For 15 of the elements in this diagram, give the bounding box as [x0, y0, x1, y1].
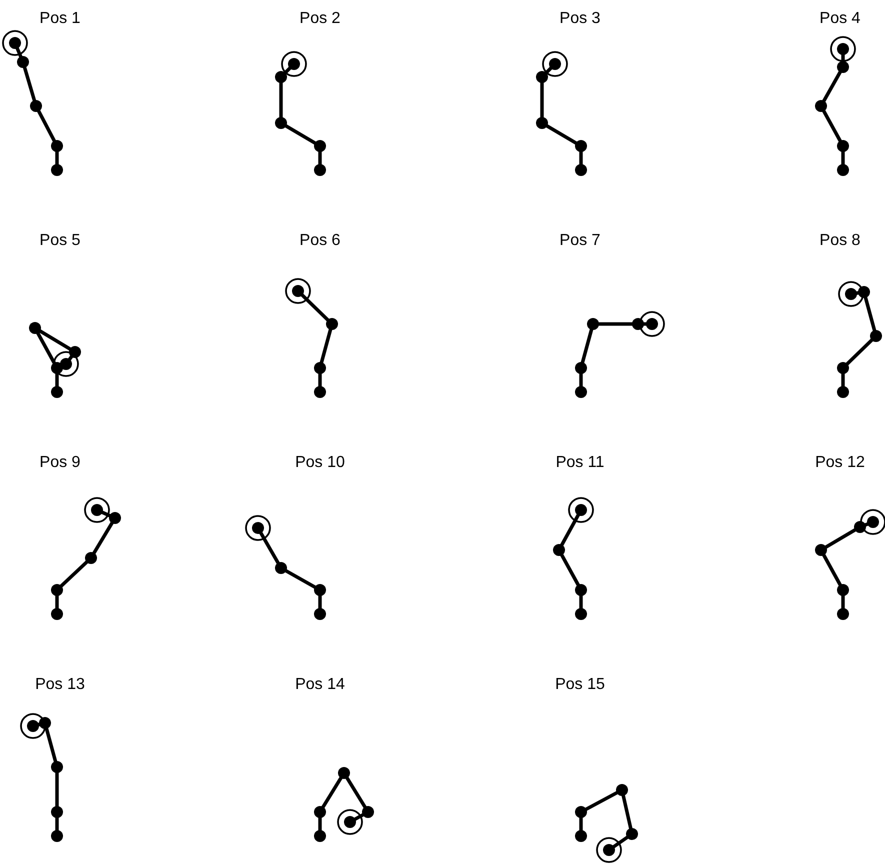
panel-title: Pos 2 — [300, 10, 340, 28]
panel-title: Pos 4 — [820, 10, 860, 28]
panel-title: Pos 14 — [295, 676, 345, 694]
panel-title: Pos 15 — [555, 676, 605, 694]
panel-title: Pos 11 — [556, 454, 604, 472]
panel-title: Pos 8 — [820, 232, 860, 250]
panel-title: Pos 10 — [295, 454, 345, 472]
panel-title: Pos 9 — [40, 454, 80, 472]
panel-title: Pos 5 — [40, 232, 80, 250]
panel-title: Pos 13 — [35, 676, 85, 694]
panel-title: Pos 12 — [815, 454, 865, 472]
panel-title: Pos 7 — [560, 232, 600, 250]
panel-title: Pos 1 — [40, 10, 80, 28]
panel-title: Pos 3 — [560, 10, 600, 28]
panel-title: Pos 6 — [300, 232, 340, 250]
